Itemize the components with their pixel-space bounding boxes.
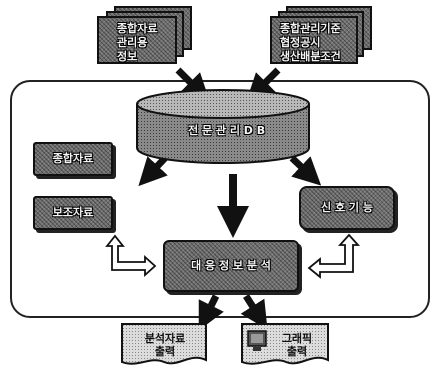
center-analysis-box: 대 응 정 보 분 석 (163, 240, 299, 292)
right-bidirectional-connector (309, 235, 358, 277)
bottom-right-doc-line-1: 그래픽 (272, 332, 322, 345)
arrow-center-to-bottom-right (246, 296, 260, 318)
bottom-left-doc-line-2: 출력 (134, 345, 196, 358)
bottom-left-doc-line-1: 분석자료 (134, 332, 196, 345)
arrow-center-to-bottom-left (205, 296, 216, 318)
right-box: 신 호 기 능 (299, 186, 395, 230)
left-upper-box: 종합자료 (33, 142, 113, 176)
bottom-right-doc-line-2: 출력 (272, 345, 322, 358)
database-label: 전 문 관 리 D B (188, 124, 265, 138)
left-bidirectional-connector (107, 236, 155, 275)
center-analysis-box-label: 대 응 정 보 분 석 (191, 259, 271, 273)
left-lower-box-label: 보조자료 (53, 206, 93, 220)
left-lower-box: 보조자료 (33, 196, 113, 230)
left-upper-box-label: 종합자료 (53, 152, 93, 166)
right-box-label: 신 호 기 능 (321, 201, 373, 215)
